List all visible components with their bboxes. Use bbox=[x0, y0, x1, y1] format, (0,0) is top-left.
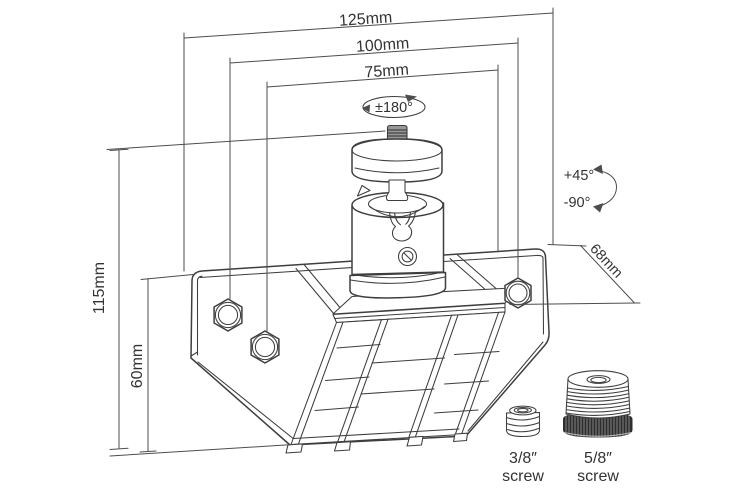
dimension-label-115mm: 115mm bbox=[91, 262, 108, 314]
pan-rotation-indicator: ±180° bbox=[362, 94, 426, 119]
platform-band-line bbox=[333, 306, 506, 320]
cup-base bbox=[349, 271, 447, 299]
large-screw-hole-outer bbox=[586, 375, 611, 384]
bolt-washer-ring bbox=[214, 301, 242, 329]
top-disc-rim bbox=[351, 138, 443, 162]
hex-bolt-right bbox=[504, 277, 532, 309]
bolt-hole bbox=[508, 283, 528, 303]
large-screw-word-label: screw bbox=[577, 468, 619, 485]
notch-fold-left bbox=[295, 263, 343, 315]
gusset-rungs-middle bbox=[360, 357, 446, 395]
gusset-support bbox=[285, 311, 506, 454]
screw-adapter-large: 5/8″ screw bbox=[563, 370, 633, 485]
gusset-edge-inner bbox=[297, 311, 500, 445]
rotation-ellipse bbox=[362, 95, 426, 119]
plate-corner-inner-left bbox=[196, 275, 203, 356]
pan-rotation-label: ±180° bbox=[375, 100, 413, 116]
dimension-label-125mm: 125mm bbox=[338, 9, 392, 30]
foot-left bbox=[285, 443, 304, 454]
plate-wing-inner-left bbox=[197, 361, 296, 441]
cup-body-bottom-line bbox=[351, 271, 445, 279]
dimline-100 bbox=[229, 42, 519, 64]
bolt-hexagon bbox=[250, 330, 280, 364]
small-screw-cap-inner bbox=[513, 406, 532, 414]
tick-115-top bbox=[109, 148, 129, 151]
tilt-arrowhead-up bbox=[593, 164, 603, 174]
top-disc-chamfer bbox=[354, 167, 440, 174]
ref-line-60-top bbox=[140, 274, 194, 280]
clamp-tab bbox=[356, 184, 371, 197]
large-screw-knurl-lines bbox=[563, 412, 632, 438]
small-screw-word-label: screw bbox=[502, 468, 544, 485]
hex-bolt-left-upper bbox=[213, 298, 243, 332]
ball-head bbox=[349, 124, 447, 299]
dimension-label-60mm: 60mm bbox=[129, 344, 146, 388]
set-screw-inner bbox=[401, 250, 414, 263]
plate-wing-inner-right bbox=[467, 341, 544, 432]
set-screw-slot bbox=[403, 252, 412, 261]
gusset-rungs-right bbox=[433, 350, 500, 414]
gusset-rail-b bbox=[408, 314, 459, 438]
large-screw-threads bbox=[565, 385, 631, 416]
hex-bolt-left-lower bbox=[250, 330, 280, 364]
gusset-rail-a bbox=[336, 318, 389, 443]
foot-right bbox=[452, 432, 469, 443]
plate-edge-joint-mark bbox=[190, 351, 199, 357]
accessory-screws: 3/8″ screw 5/8″ screw bbox=[502, 370, 633, 485]
dimline-125 bbox=[183, 12, 554, 39]
bolt-washer-ring bbox=[251, 333, 279, 361]
tilt-arrowhead-down bbox=[593, 203, 604, 213]
cup-base-ring bbox=[349, 276, 446, 284]
foot-rail-a bbox=[333, 441, 352, 452]
mount-bracket bbox=[190, 248, 550, 454]
dimension-annotations: 125mm 100mm 75mm ±180° 115mm 60mm bbox=[91, 7, 641, 457]
gusset-bottom-band bbox=[292, 428, 460, 440]
dimline-75 bbox=[266, 69, 499, 88]
tilt-indicator: +45° -90° bbox=[564, 164, 618, 213]
large-screw-knurl-ring bbox=[563, 412, 633, 438]
bolt-hole bbox=[217, 304, 239, 326]
ext-68-lower bbox=[509, 302, 641, 305]
small-screw-size-label: 3/8″ bbox=[509, 450, 537, 467]
ref-line-top bbox=[106, 130, 386, 150]
bolt-hole bbox=[254, 336, 276, 358]
ref-line-bottom bbox=[109, 444, 294, 457]
dimension-label-68mm: 68mm bbox=[586, 241, 625, 281]
large-screw-top bbox=[567, 370, 629, 388]
rotation-arrowhead-right bbox=[405, 94, 417, 102]
keyhole-slot bbox=[388, 210, 417, 242]
dimension-label-100mm: 100mm bbox=[355, 35, 409, 56]
foot-rail-b bbox=[406, 435, 424, 447]
large-screw-hole-inner bbox=[590, 376, 607, 384]
dimline-68 bbox=[580, 245, 635, 304]
bolt-hexagon bbox=[213, 298, 243, 332]
plate-corner-inner-right bbox=[535, 254, 545, 335]
rotation-arrowhead-left bbox=[362, 104, 370, 113]
tilt-arc bbox=[599, 170, 618, 207]
small-screw-hole bbox=[517, 407, 529, 413]
keyhole-slot-inner bbox=[393, 211, 412, 226]
tilt-down-label: -90° bbox=[564, 195, 591, 211]
tick-60-bottom bbox=[139, 450, 157, 453]
bolt-hexagon bbox=[504, 277, 532, 309]
stem bbox=[385, 179, 409, 202]
tilt-up-label: +45° bbox=[564, 168, 594, 184]
ext-68-upper bbox=[547, 244, 587, 247]
tick-115-bottom bbox=[109, 447, 129, 450]
small-screw-rings bbox=[505, 415, 541, 433]
screw-adapter-small: 3/8″ screw bbox=[502, 405, 544, 485]
gusset-rungs-left bbox=[314, 343, 381, 412]
large-screw-size-label: 5/8″ bbox=[584, 450, 612, 467]
dimension-label-75mm: 75mm bbox=[364, 61, 410, 81]
